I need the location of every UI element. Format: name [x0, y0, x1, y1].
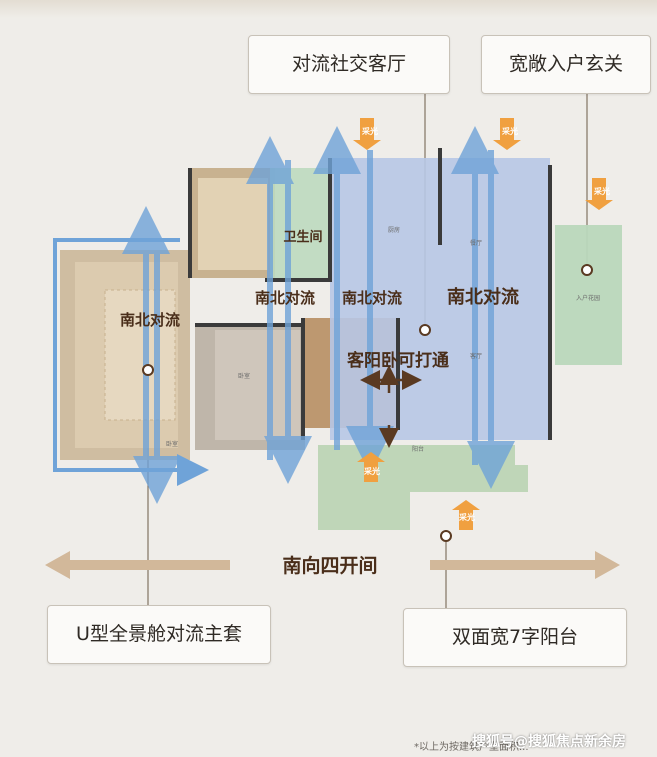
bottom-axis-label: 南向四开间 [282, 554, 377, 577]
callout-living-room: 对流社交客厅 [248, 35, 450, 94]
top-band [0, 0, 657, 18]
bottom-axis [45, 549, 620, 581]
light-label-5: 采光 [458, 512, 475, 522]
plan-labels: 南北对流 南北对流 南北对流 南北对流 卫生间 客阳卧可打通 [120, 229, 519, 371]
bedroom-mid-label: 卧室 [238, 372, 250, 380]
flow-arrows [122, 126, 515, 504]
light-label-2: 采光 [501, 126, 518, 136]
open-arrows [360, 365, 422, 448]
upper-bedroom-room [190, 168, 275, 278]
living-label: 客厅 [470, 352, 482, 360]
balcony-small-label: 阳台 [412, 445, 424, 453]
callout-dots [142, 264, 593, 542]
light-label-1: 采光 [361, 126, 378, 136]
room-small-labels: 厨房 餐厅 客厅 阳台 卧室 卧室 入户花园 [166, 226, 600, 453]
light-arrows [353, 118, 613, 530]
kitchen-label: 厨房 [388, 226, 400, 234]
callout-master-suite: U型全景舱对流主套 [47, 605, 271, 664]
bathroom-label: 卫生间 [283, 229, 322, 245]
master-suite-room [60, 250, 190, 460]
light-label-4: 采光 [363, 466, 380, 476]
living-bedroom-label: 客阳卧可打通 [346, 350, 449, 371]
flow-label-mid1: 南北对流 [255, 289, 315, 307]
flow-label-left: 南北对流 [120, 311, 180, 329]
flow-label-right: 南北对流 [447, 286, 519, 308]
flow-label-mid2: 南北对流 [342, 289, 402, 307]
callout-balcony: 双面宽7字阳台 [403, 608, 627, 667]
garden-room [555, 225, 622, 365]
dining-label: 餐厅 [470, 239, 482, 247]
light-labels: 采光 采光 采光 采光 采光 [361, 126, 610, 522]
bathroom-room [270, 168, 332, 278]
u-flow-arrow [53, 238, 209, 486]
light-label-3: 采光 [593, 186, 610, 196]
callout-entrance: 宽敞入户玄关 [481, 35, 651, 94]
footer-note: *以上为按建筑户型面积... [414, 742, 529, 753]
watermark: 搜狐号@搜狐焦点新余房 [472, 734, 626, 750]
balcony-room [318, 445, 528, 530]
garden-label: 入户花园 [576, 294, 600, 302]
bedroom-main-label: 卧室 [166, 440, 178, 448]
